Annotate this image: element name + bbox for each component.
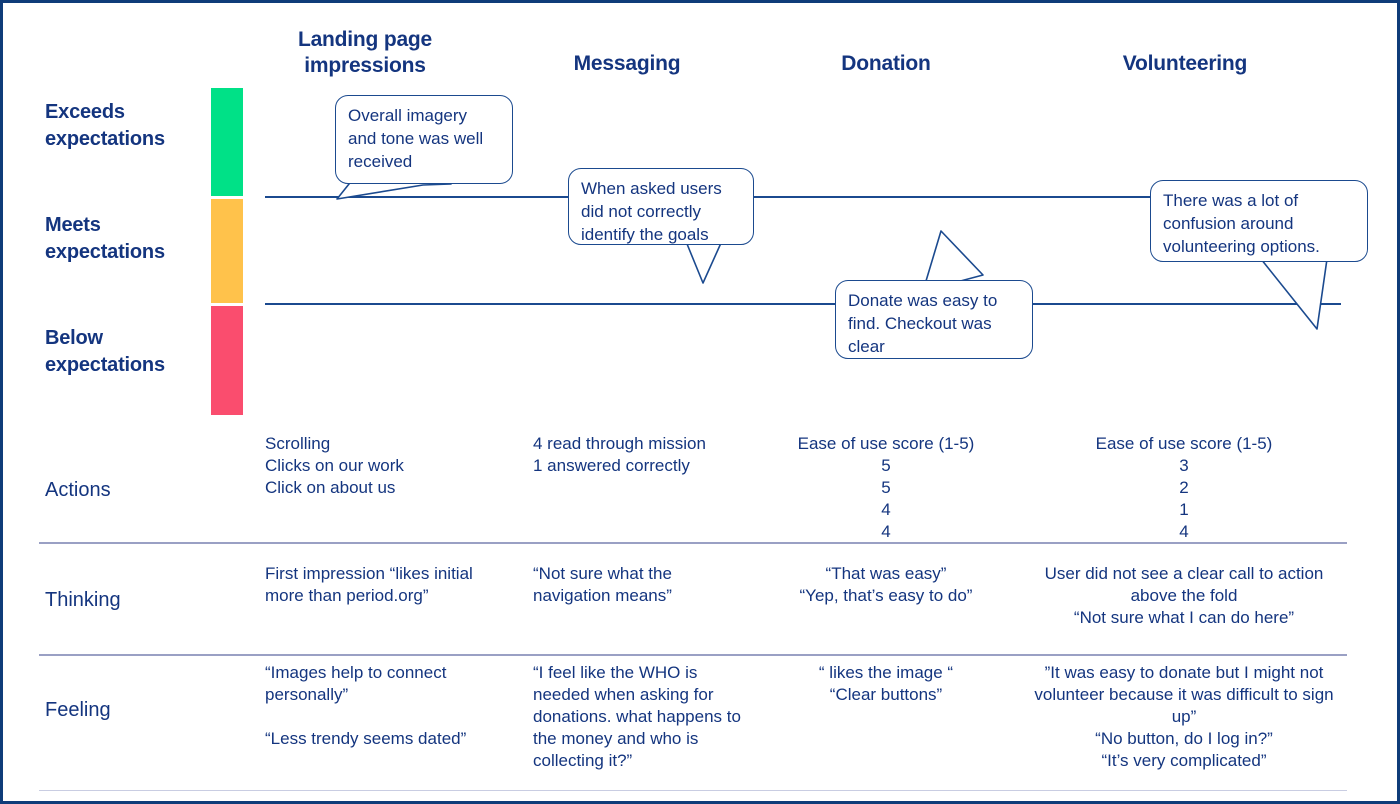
landing-callout-tail (336, 178, 452, 200)
column-header-messaging: Messaging (527, 51, 727, 77)
expectation-label-meets: Meets expectations (45, 214, 165, 263)
cell-feeling-donation: “ likes the image “ “Clear buttons” (818, 663, 954, 704)
row-separator-thinking-feeling (39, 654, 1347, 656)
messaging-callout-bubble[interactable]: When asked users did not correctly ident… (568, 168, 754, 245)
column-header-landing-label: Landing page impressions (297, 28, 433, 77)
scale-segment-below (211, 306, 243, 415)
cell-actions-volunteering: Ease of use score (1-5) 3 2 1 4 (1095, 434, 1273, 541)
cell-thinking-donation: “That was easy” “Yep, that’s easy to do” (799, 564, 973, 605)
row-label-thinking: Thinking (45, 589, 121, 611)
column-header-volunteering: Volunteering (1085, 51, 1285, 77)
cell-feeling-landing: “Images help to connect personally” “Les… (265, 663, 467, 748)
column-header-messaging-label: Messaging (573, 52, 681, 75)
volunteering-callout-bubble[interactable]: There was a lot of confusion around volu… (1150, 180, 1368, 262)
volunteering-callout-tail (1260, 258, 1328, 330)
bottom-separator (39, 790, 1347, 791)
cell-feeling-messaging: “I feel like the WHO is needed when aski… (533, 663, 741, 770)
cell-feeling-volunteering: ”It was easy to donate but I might not v… (1034, 663, 1334, 770)
expectation-label-exceeds: Exceeds expectations (45, 101, 165, 150)
column-header-donation: Donation (786, 51, 986, 77)
scale-segment-meets (211, 199, 243, 303)
row-label-actions: Actions (45, 479, 111, 501)
cell-thinking-messaging: “Not sure what the navigation means” (533, 564, 672, 605)
column-header-donation-label: Donation (841, 52, 931, 75)
row-label-feeling: Feeling (45, 699, 111, 721)
cell-actions-landing: Scrolling Clicks on our work Click on ab… (265, 434, 404, 497)
scale-segment-exceeds (211, 88, 243, 196)
landing-callout-bubble[interactable]: Overall imagery and tone was well receiv… (335, 95, 513, 184)
reference-line-meets-below (265, 303, 1341, 305)
reference-line-exceeds-meets (265, 196, 1341, 198)
cell-actions-donation: Ease of use score (1-5) 5 5 4 4 (797, 434, 975, 541)
column-header-landing: Landing page impressions (265, 27, 465, 79)
cell-actions-messaging: 4 read through mission 1 answered correc… (533, 434, 706, 475)
donation-callout-bubble[interactable]: Donate was easy to find. Checkout was cl… (835, 280, 1033, 359)
row-separator-actions-thinking (39, 542, 1347, 544)
expectation-label-below: Below expectations (45, 327, 165, 376)
cell-thinking-landing: First impression “likes initial more tha… (265, 564, 473, 605)
cell-thinking-volunteering: User did not see a clear call to action … (1044, 564, 1324, 627)
column-header-volunteering-label: Volunteering (1122, 52, 1248, 75)
